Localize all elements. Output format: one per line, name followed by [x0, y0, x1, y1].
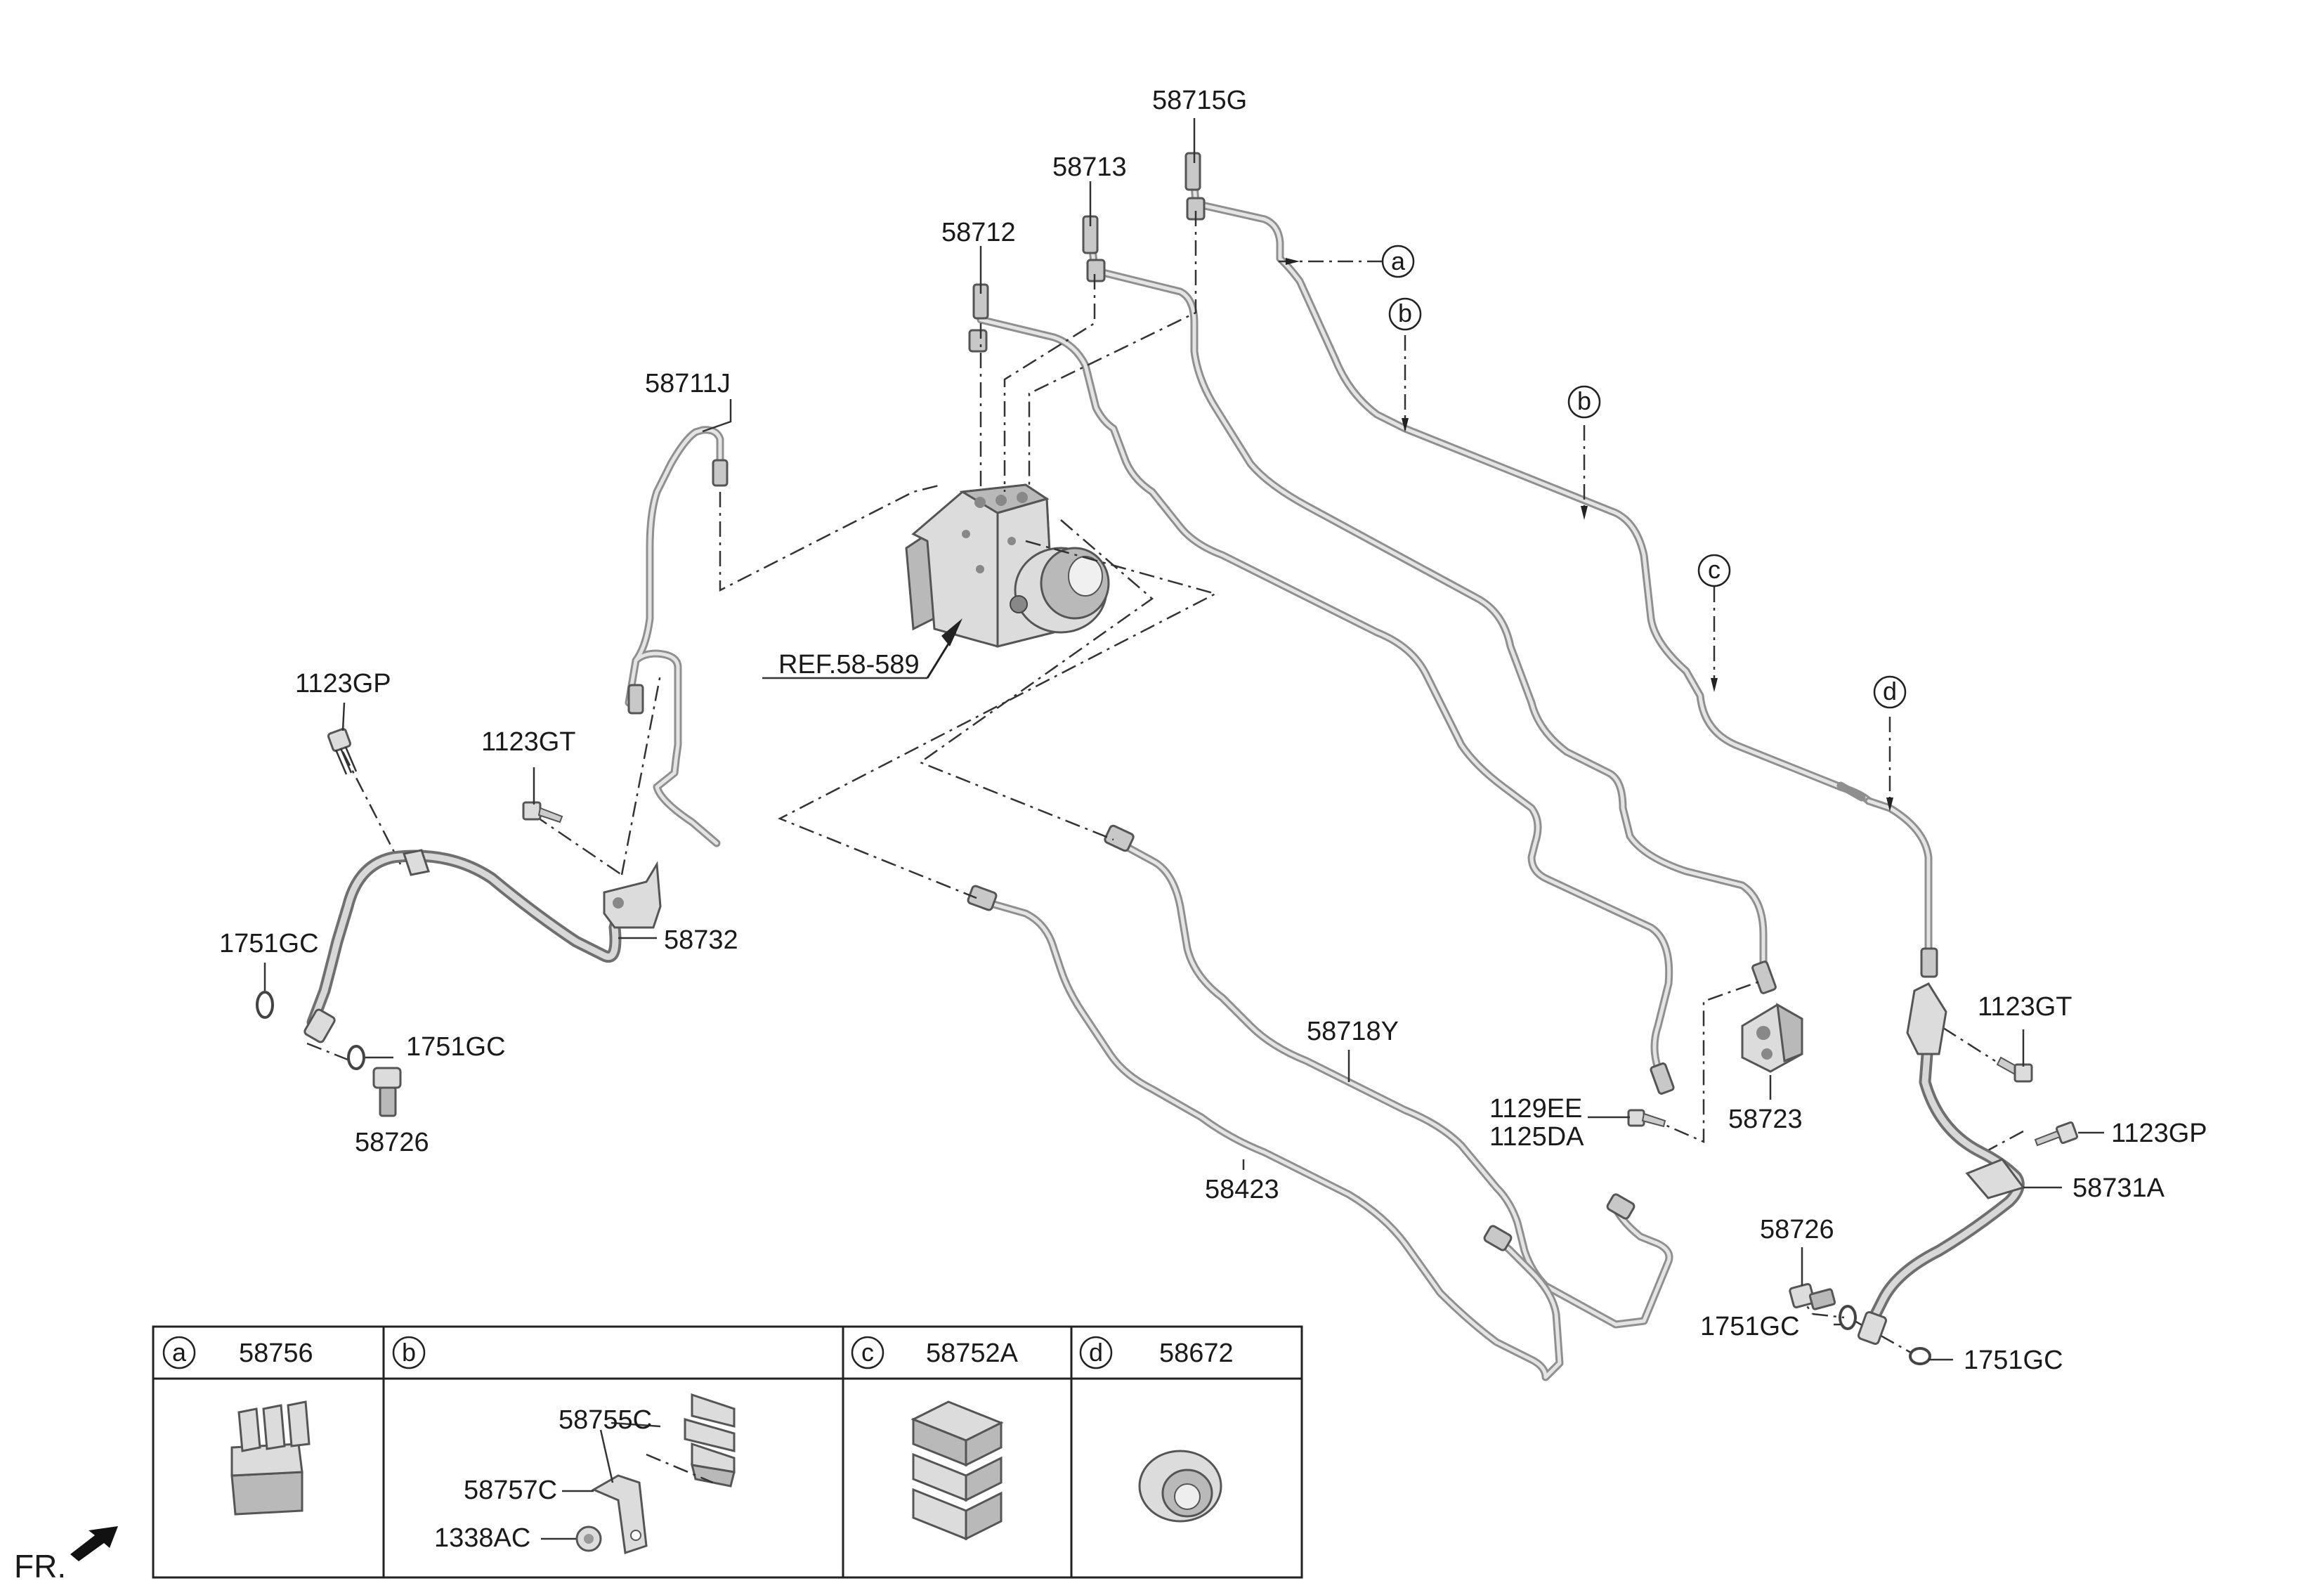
pipe-58711j[interactable] — [625, 426, 724, 847]
bolt-1129ee[interactable] — [1627, 1109, 1666, 1128]
label-1123gt-left: 1123GT — [481, 727, 575, 757]
pipe-58718y[interactable] — [1109, 835, 1673, 1329]
callout-circles: a b b c d — [1286, 245, 1907, 812]
bracket-58723[interactable] — [1741, 1003, 1803, 1073]
phantom-lines — [306, 211, 2024, 1354]
hose-58731a[interactable] — [1857, 1030, 2025, 1346]
label-58731a: 58731A — [2072, 1173, 2165, 1203]
label-1123gt-right: 1123GT — [1978, 992, 2072, 1022]
legend-cell-c: c 58752A — [851, 1336, 1019, 1369]
bracket-58731a — [1906, 982, 2025, 1199]
label-1123gp-right: 1123GP — [2111, 1119, 2207, 1148]
fr-arrow-icon — [70, 1526, 118, 1561]
front-direction-marker: FR. — [14, 1526, 118, 1584]
bolt-1123gp-right[interactable] — [2034, 1121, 2079, 1147]
label-58755c: 58755C — [559, 1405, 652, 1435]
label-58715g: 58715G — [1152, 86, 1247, 115]
ref-arrow — [926, 618, 962, 679]
washer-1751gc-a[interactable] — [256, 991, 274, 1019]
washer-1751gc-b[interactable] — [347, 1045, 365, 1070]
label-58732: 58732 — [664, 925, 738, 955]
legend-part-58756: 58756 — [239, 1339, 313, 1368]
pipe-fittings — [627, 152, 1938, 1251]
label-58718y: 58718Y — [1307, 1017, 1399, 1046]
label-58712: 58712 — [941, 218, 1016, 247]
label-58423: 58423 — [1205, 1175, 1279, 1204]
bracket-58732 — [603, 861, 662, 929]
callout-a: a — [1286, 245, 1415, 278]
label-1123gp-left: 1123GP — [295, 669, 391, 698]
small-parts — [256, 727, 2079, 1365]
legend-part-58672: 58672 — [1159, 1339, 1234, 1368]
svg-text:b: b — [402, 1338, 416, 1367]
callout-d: d — [1873, 675, 1907, 812]
fr-label: FR. — [14, 1548, 66, 1584]
pipe-58423[interactable] — [972, 895, 1564, 1381]
svg-text:d: d — [1089, 1338, 1103, 1367]
label-58726-right: 58726 — [1760, 1215, 1834, 1244]
svg-text:a: a — [1391, 247, 1406, 275]
pipe-58712[interactable] — [977, 291, 1673, 1079]
svg-text:c: c — [1708, 555, 1721, 584]
callout-b-2: b — [1567, 385, 1601, 520]
washer-1751gc-d[interactable] — [1909, 1347, 1931, 1365]
svg-text:c: c — [861, 1338, 874, 1367]
bracket-58757c-drawing — [591, 1474, 648, 1554]
grommet-58672-drawing — [1138, 1450, 1222, 1523]
leader-lines — [263, 118, 2104, 1361]
bolt-1123gp-left[interactable] — [327, 727, 358, 775]
legend-cell-d: d 58672 — [1079, 1336, 1234, 1369]
nut-1338ac-drawing — [575, 1525, 602, 1552]
svg-text:d: d — [1883, 677, 1897, 705]
label-1129ee: 1129EE — [1489, 1094, 1582, 1124]
washer-1751gc-c[interactable] — [1839, 1305, 1857, 1330]
bolt-58726-right[interactable] — [1789, 1282, 1836, 1310]
pipe-58713[interactable] — [1086, 222, 1768, 974]
callout-c: c — [1697, 554, 1731, 692]
label-1751gc-d: 1751GC — [1964, 1346, 2063, 1375]
label-58726-left: 58726 — [355, 1128, 429, 1157]
label-1751gc-c: 1751GC — [1700, 1312, 1800, 1341]
part-labels: 58715G 58713 58712 58711J REF.58-589 112… — [219, 86, 2207, 1375]
svg-text:a: a — [172, 1338, 187, 1367]
clip-58755c-drawing — [684, 1393, 736, 1488]
legend-cell-b: b — [392, 1336, 426, 1369]
label-58713: 58713 — [1052, 152, 1127, 182]
legend-table: a 58756 b c 58752A d 58672 — [152, 1325, 1303, 1579]
bolt-58726-left[interactable] — [372, 1067, 402, 1117]
clip-58756-drawing — [230, 1400, 311, 1516]
legend-cell-a: a 58756 — [162, 1336, 313, 1369]
bolt-1123gt-left[interactable] — [522, 801, 563, 824]
bolt-1123gt-right[interactable] — [1996, 1056, 2033, 1083]
callout-b-1: b — [1388, 297, 1422, 432]
svg-text:b: b — [1398, 299, 1412, 327]
label-1338ac: 1338AC — [434, 1523, 530, 1553]
label-58711j: 58711J — [645, 369, 731, 398]
legend-part-58752a: 58752A — [926, 1339, 1019, 1368]
label-1751gc-a: 1751GC — [219, 929, 319, 958]
svg-text:b: b — [1577, 386, 1591, 415]
label-58757c: 58757C — [464, 1476, 557, 1505]
label-ref-58-589: REF.58-589 — [778, 650, 920, 679]
clip-58752a-drawing — [910, 1400, 1004, 1541]
label-1125da: 1125DA — [1489, 1122, 1584, 1152]
label-58723: 58723 — [1728, 1105, 1803, 1134]
abs-module[interactable] — [905, 483, 1110, 648]
hose-58732[interactable] — [303, 849, 625, 1043]
label-1751gc-b: 1751GC — [406, 1032, 506, 1062]
